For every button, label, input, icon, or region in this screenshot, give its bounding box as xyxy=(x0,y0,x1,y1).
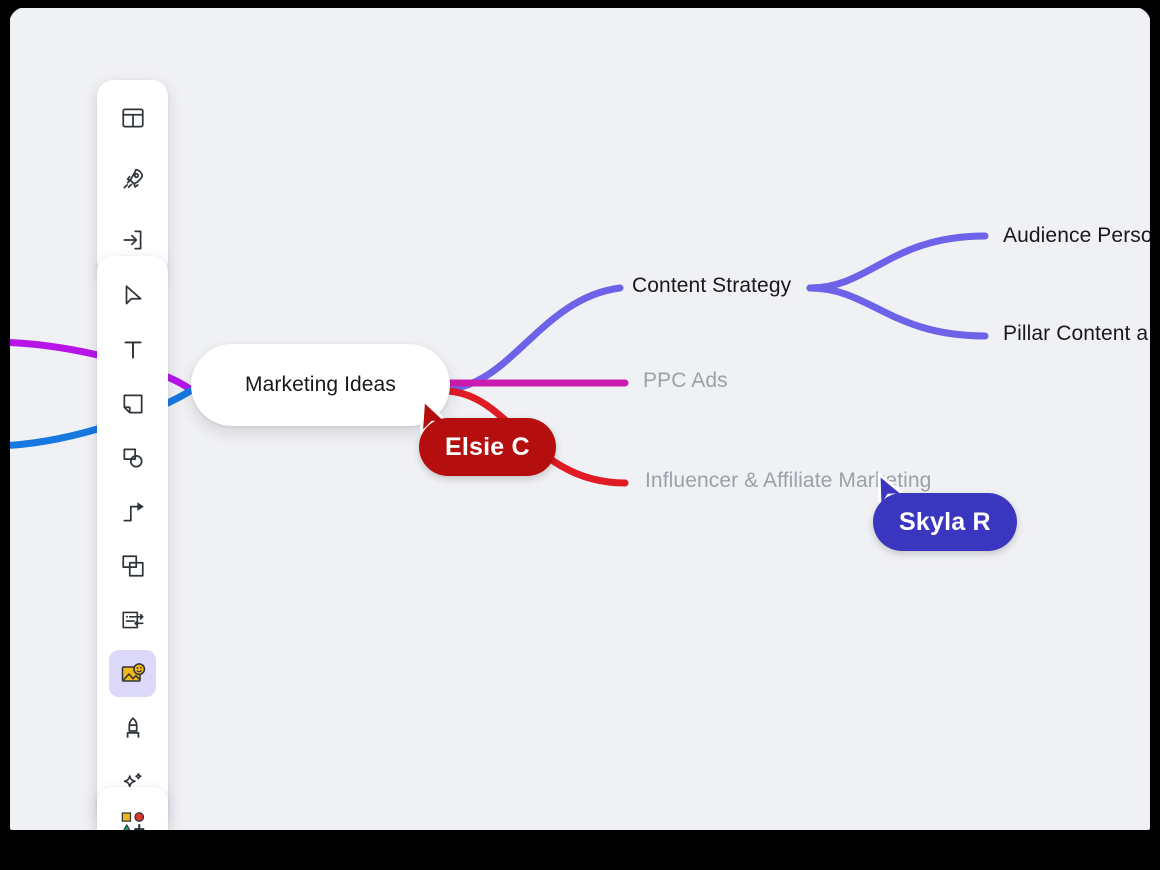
cursor-select-icon[interactable] xyxy=(109,272,156,319)
window-frame-left xyxy=(0,0,10,870)
ai-sparkle-icon[interactable] xyxy=(109,758,156,805)
enter-arrow-icon[interactable] xyxy=(109,216,156,263)
node-ppc-ads[interactable]: PPC Ads xyxy=(643,369,728,392)
edge-content-audience xyxy=(806,232,989,292)
mindmap-canvas[interactable]: Marketing Ideas Content Strategy PPC Ads… xyxy=(10,8,1150,830)
shapes-icon[interactable] xyxy=(109,434,156,481)
image-sticker-icon[interactable] xyxy=(109,650,156,697)
text-tool-icon[interactable] xyxy=(109,326,156,373)
collaborator-name-skyla: Skyla R xyxy=(899,507,991,536)
edge-root-content-strategy xyxy=(440,284,624,393)
node-pillar-content[interactable]: Pillar Content a xyxy=(1003,322,1149,345)
toolbar-main xyxy=(97,256,168,821)
flowchart-icon[interactable] xyxy=(109,596,156,643)
connector-arrow-icon[interactable] xyxy=(109,488,156,535)
more-shapes-icon[interactable] xyxy=(109,800,156,847)
edge-content-pillar xyxy=(806,284,989,340)
node-content-strategy[interactable]: Content Strategy xyxy=(632,274,792,297)
layout-template-icon[interactable] xyxy=(109,94,156,141)
toolbar-bottom xyxy=(97,787,168,859)
window-frame-top xyxy=(0,0,1160,8)
window-frame-bottom xyxy=(0,830,1160,870)
collaborator-cursor-elsie: Elsie C xyxy=(419,418,556,476)
window-frame-right xyxy=(1150,0,1160,870)
node-influencer-affiliate-marketing[interactable]: Influencer & Affiliate Marketing xyxy=(645,469,932,492)
collaborator-name-elsie: Elsie C xyxy=(445,432,530,461)
mindmap-edges xyxy=(10,232,989,487)
collaborator-cursor-skyla: Skyla R xyxy=(873,493,1017,551)
toolbar-top xyxy=(97,80,168,277)
sticky-note-icon[interactable] xyxy=(109,380,156,427)
mindmap-root-node[interactable]: Marketing Ideas xyxy=(191,344,450,426)
frame-icon[interactable] xyxy=(109,542,156,589)
rocket-icon[interactable] xyxy=(109,155,156,202)
root-node-label: Marketing Ideas xyxy=(245,373,396,396)
marker-pen-icon[interactable] xyxy=(109,704,156,751)
node-audience-persona[interactable]: Audience Perso xyxy=(1003,224,1150,247)
